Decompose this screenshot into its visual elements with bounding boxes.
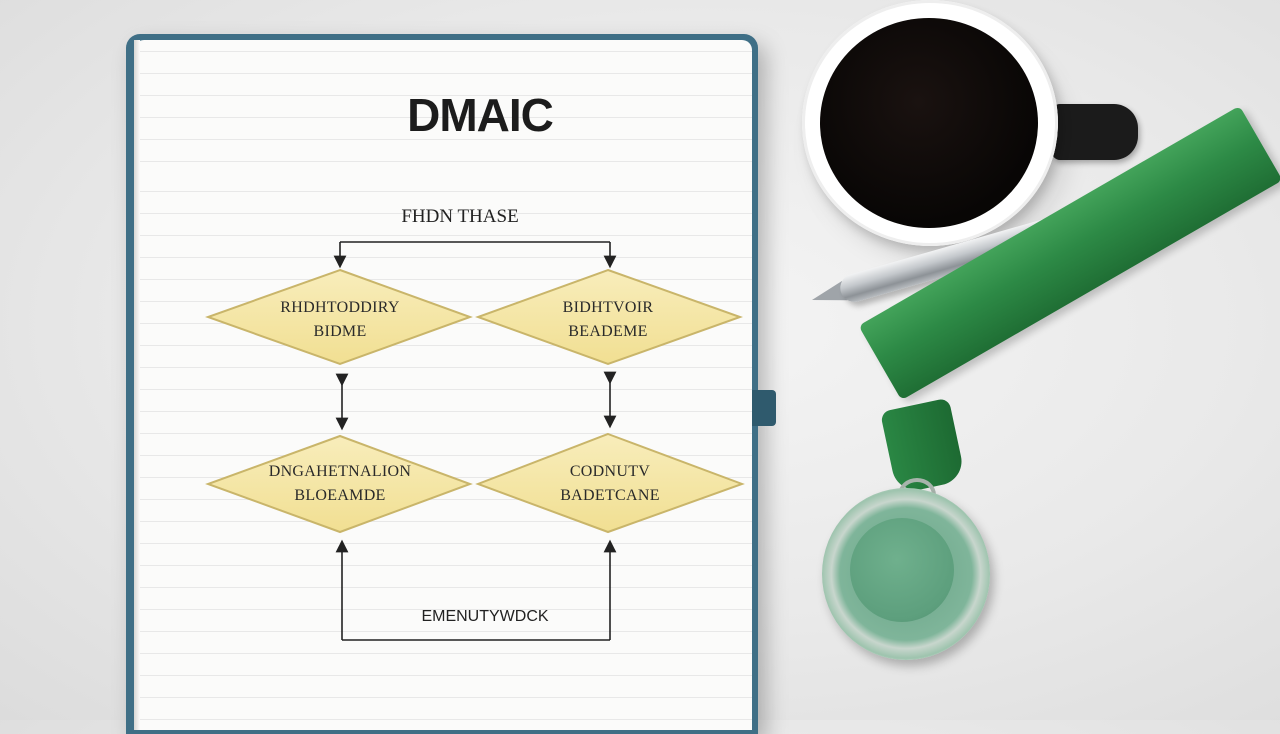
diamond-4-line1: CODNUTV (518, 460, 702, 484)
diamond-3-line2: BLOEAMDE (240, 484, 440, 508)
diamond-3-label: DNGAHETNALION BLOEAMDE (240, 460, 440, 508)
diamond-4-line2: BADETCANE (518, 484, 702, 508)
cup-handle (1052, 104, 1138, 160)
bottom-loop-label: EMENUTYWDCK (380, 608, 590, 626)
diamond-2-line1: BIDHTVOIR (518, 296, 698, 320)
diamond-3-line1: DNGAHETNALION (240, 460, 440, 484)
medal-center (850, 518, 954, 622)
diamond-1-line1: RHDHTODDIRY (250, 296, 430, 320)
diamond-2-line2: BEADEME (518, 320, 698, 344)
diamond-1-label: RHDHTODDIRY BIDME (250, 296, 430, 344)
diamond-4-label: CODNUTV BADETCANE (518, 460, 702, 508)
diamond-2-label: BIDHTVOIR BEADEME (518, 296, 698, 344)
diamond-1-line2: BIDME (250, 320, 430, 344)
coffee-surface (820, 18, 1038, 228)
